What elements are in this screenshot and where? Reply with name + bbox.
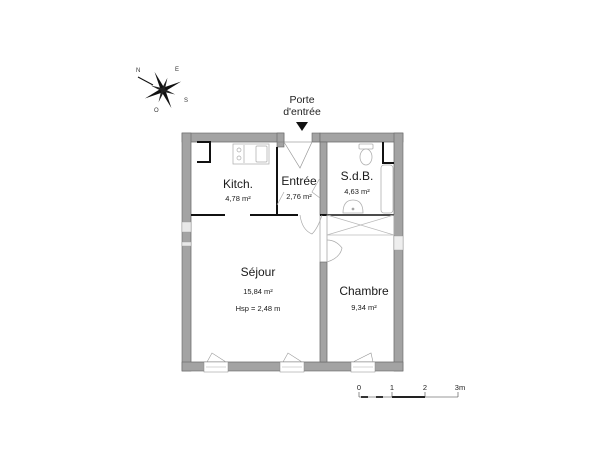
scale-tick-3: 3m — [454, 383, 466, 392]
room-ceiling-height: Hsp = 2,48 m — [235, 304, 281, 313]
room-area: 9,34 m² — [351, 303, 377, 312]
compass-east-label: E — [175, 67, 180, 73]
wardrobe-icon — [326, 214, 395, 236]
entrance-label-line1: Porte — [289, 94, 315, 106]
entry-door-swing — [283, 141, 313, 169]
scale-tick-1: 1 — [389, 383, 395, 392]
bottom-windows — [203, 352, 376, 373]
compass-rose-icon — [137, 71, 182, 109]
scale-tick-0: 0 — [356, 383, 362, 392]
room-name: S.d.B. — [340, 169, 374, 183]
room-living: Séjour 15,84 m² Hsp = 2,48 m — [236, 265, 281, 313]
room-name: Kitch. — [222, 177, 254, 191]
room-name: Chambre — [339, 284, 389, 298]
bathroom-fixtures — [342, 143, 394, 214]
room-kitchen: Kitch. 4,78 m² — [223, 177, 253, 203]
room-bedroom: Chambre 9,34 m² — [339, 284, 388, 312]
room-area: 2,76 m² — [286, 192, 312, 201]
entrance-arrow-icon — [296, 122, 308, 131]
entry-internal-doors — [276, 177, 343, 263]
entrance-label-line2: d'entrée — [283, 106, 321, 118]
room-name: Entrée — [281, 174, 317, 188]
left-wall-openings — [181, 221, 192, 247]
room-area: 4,78 m² — [225, 194, 251, 203]
room-area: 15,84 m² — [243, 287, 273, 296]
room-entry: Entrée 2,76 m² — [281, 174, 316, 201]
compass-north-label: N — [136, 68, 141, 74]
compass-south-label: S — [184, 98, 189, 104]
kitchen-counter-icon — [232, 143, 270, 165]
room-bathroom: S.d.B. 4,63 m² — [341, 169, 374, 196]
room-name: Séjour — [240, 265, 276, 279]
entrance-label: Porte d'entrée — [283, 94, 321, 118]
scale-tick-2: 2 — [422, 383, 428, 392]
scale-bar — [358, 392, 459, 398]
compass-west-label: O — [154, 108, 159, 114]
right-wall-opening — [393, 235, 404, 251]
room-area: 4,63 m² — [344, 187, 370, 196]
